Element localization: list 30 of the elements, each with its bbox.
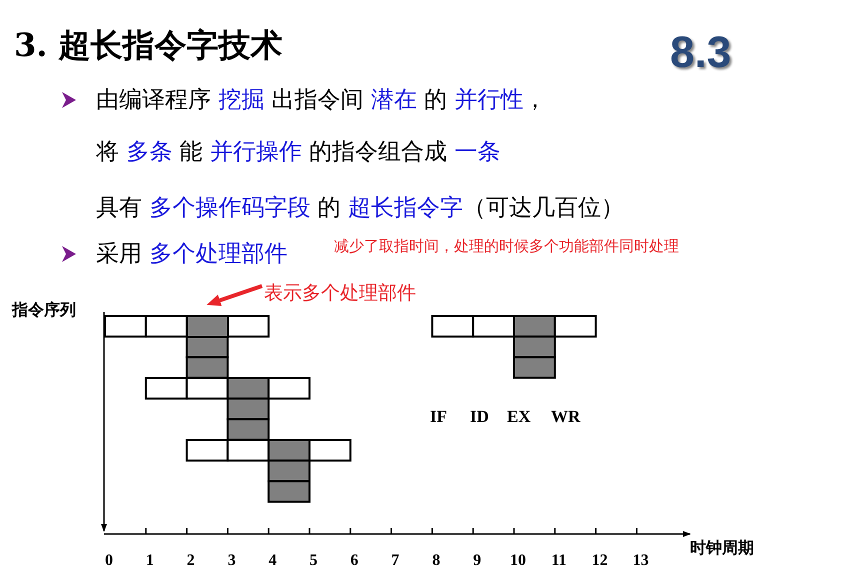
tick-label: 1 [146, 552, 154, 570]
tick-label: 6 [350, 552, 358, 570]
tick-label: 10 [510, 552, 526, 570]
stage-label: EX [507, 407, 531, 427]
tick-label: 13 [632, 552, 649, 570]
axis-label: 时钟周期 [690, 538, 754, 559]
tick-label: 2 [186, 552, 195, 570]
tick-label: 7 [391, 552, 400, 570]
callout-text: 表示多个处理部件 [264, 280, 449, 306]
bullet-text: 具有 多个操作码字段 的 超长指令字（可达几百位） [96, 194, 624, 223]
axis-label: 指令序列 [12, 300, 76, 321]
tick-label: 3 [228, 552, 236, 570]
tick-label: 12 [592, 552, 608, 570]
tick-label: 4 [268, 552, 277, 570]
bullet-text: 采用 多个处理部件 [96, 240, 288, 269]
tick-label: 0 [105, 552, 113, 570]
tick-label: 5 [310, 552, 318, 570]
bullet-text: 将 多条 能 并行操作 的指令组合成 一条 [96, 138, 501, 167]
arrow [206, 284, 263, 306]
bullet-text: 由编译程序 挖掘 出指令间 潜在 的 并行性， [96, 86, 547, 115]
tick-label: 11 [551, 552, 567, 570]
stage-label: WR [551, 407, 580, 427]
annotation-text: 减少了取指时间，处理的时候多个功能部件同时处理 [334, 237, 679, 256]
tick-label: 9 [473, 552, 482, 570]
tick-label: 8 [432, 552, 440, 570]
section-number: 8.3 [670, 28, 732, 78]
processing-unit-cell [186, 315, 229, 338]
stage-label: ID [470, 407, 489, 427]
slide-title: 3. 超长指令字技术 [14, 25, 283, 66]
stage-label: IF [430, 407, 447, 427]
